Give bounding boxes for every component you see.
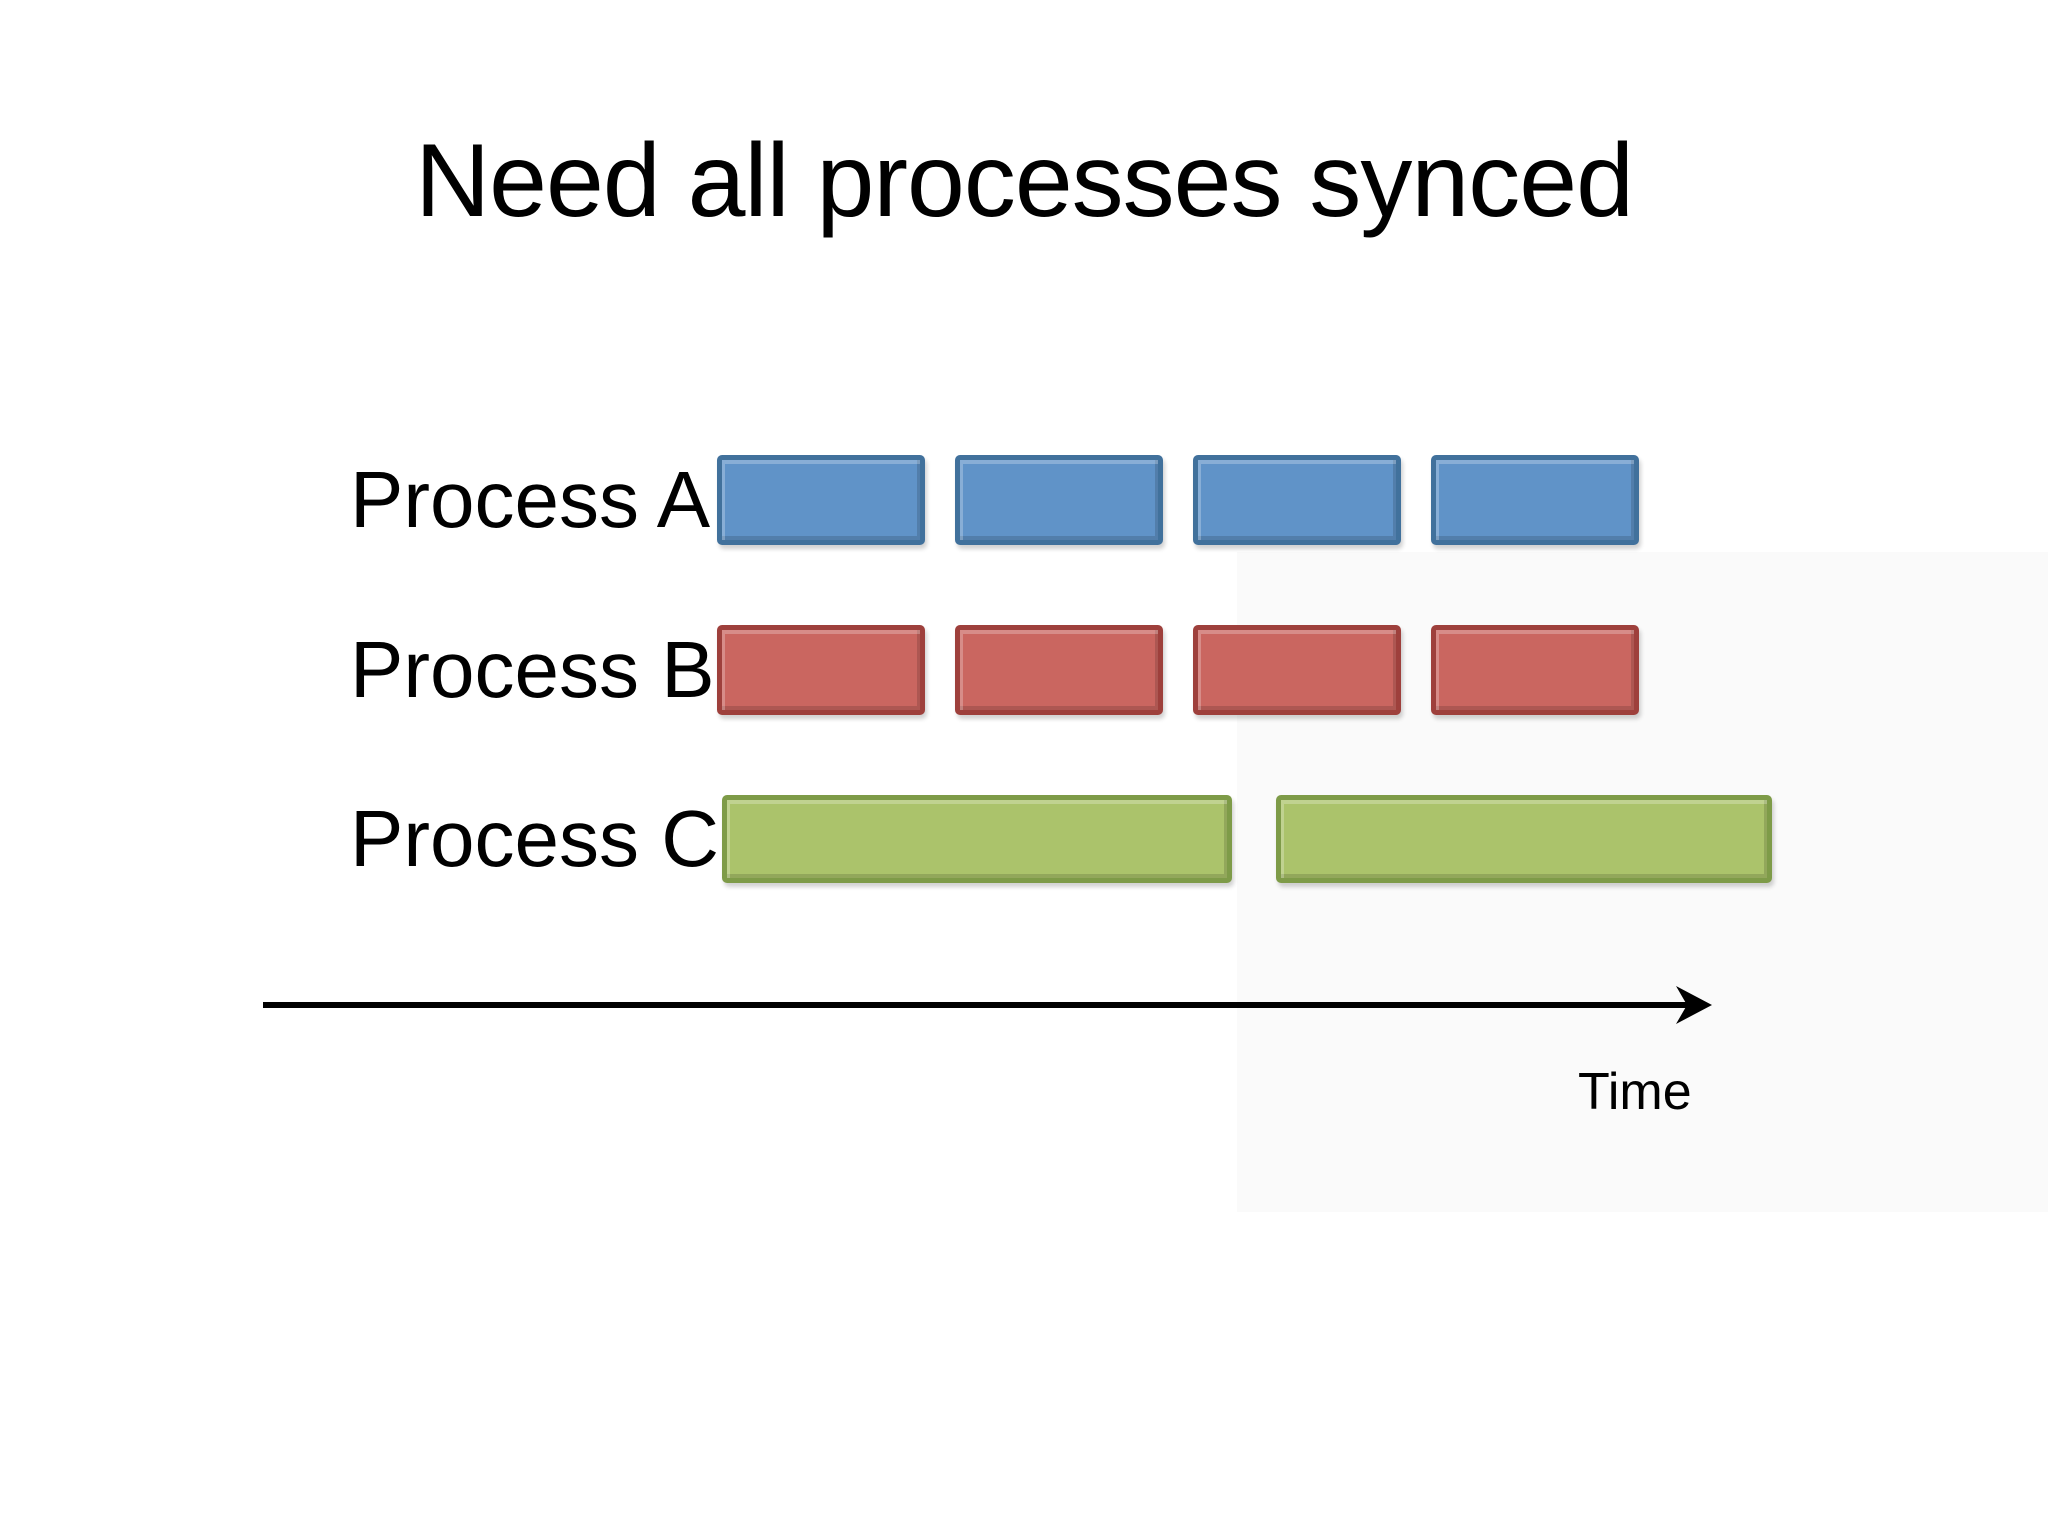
process-label: Process B bbox=[350, 625, 715, 714]
process-row: Process B bbox=[0, 625, 2048, 715]
process-row: Process C bbox=[0, 795, 2048, 883]
process-segment bbox=[722, 795, 1232, 883]
slide-title: Need all processes synced bbox=[415, 123, 1634, 239]
process-label: Process C bbox=[350, 794, 719, 883]
process-label: Process A bbox=[350, 455, 711, 544]
process-segment bbox=[955, 455, 1163, 545]
process-segment bbox=[955, 625, 1163, 715]
process-segment bbox=[717, 625, 925, 715]
time-axis-arrowhead-icon bbox=[1676, 986, 1712, 1024]
process-segment bbox=[1193, 625, 1401, 715]
process-row: Process A bbox=[0, 455, 2048, 545]
process-segment bbox=[1431, 625, 1639, 715]
process-segment bbox=[1276, 795, 1772, 883]
process-segment bbox=[717, 455, 925, 545]
process-segment bbox=[1193, 455, 1401, 545]
time-axis-label: Time bbox=[1578, 1063, 1692, 1121]
process-segment bbox=[1431, 455, 1639, 545]
